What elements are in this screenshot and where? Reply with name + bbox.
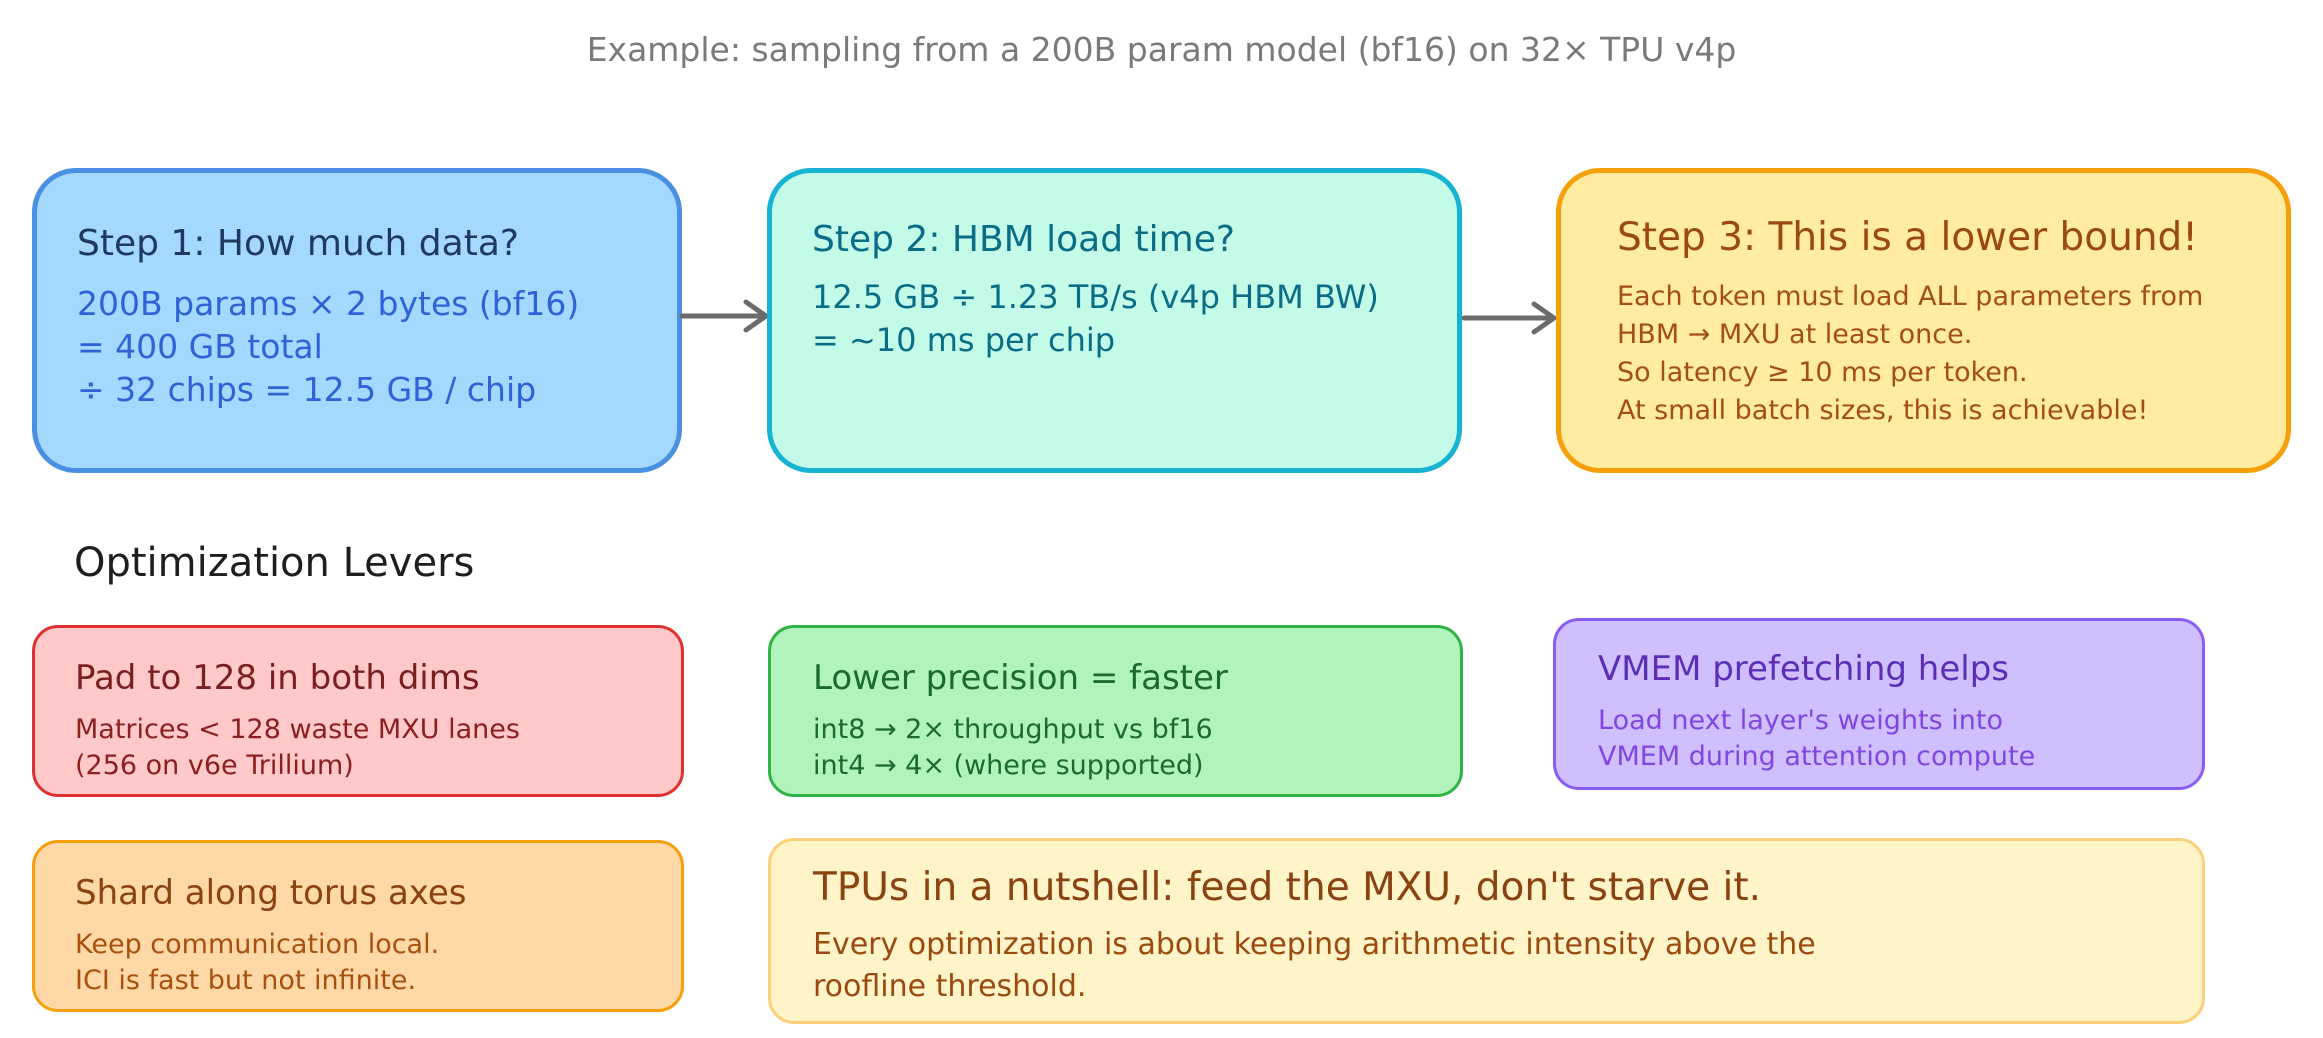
step-3-line-4: At small batch sizes, this is achievable… — [1617, 395, 2149, 426]
step-1-line-2: = 400 GB total — [77, 327, 323, 366]
step-1-title: Step 1: How much data? — [77, 223, 520, 264]
step-3-title: Step 3: This is a lower bound! — [1617, 215, 2198, 260]
lever-pad-title: Pad to 128 in both dims — [75, 658, 480, 698]
nutshell-box: TPUs in a nutshell: feed the MXU, don't … — [768, 838, 2205, 1024]
lever-shard-line-2: ICI is fast but not infinite. — [75, 965, 417, 996]
lever-pad-line-2: (256 on v6e Trillium) — [75, 750, 354, 781]
step-3-line-3: So latency ≥ 10 ms per token. — [1617, 357, 2028, 388]
lever-pad-box: Pad to 128 in both dims Matrices < 128 w… — [32, 625, 684, 797]
step-2-title: Step 2: HBM load time? — [812, 219, 1235, 260]
lever-precision-title: Lower precision = faster — [813, 658, 1228, 698]
arrow-step2-to-step3 — [1462, 301, 1557, 335]
lever-shard-title: Shard along torus axes — [75, 873, 467, 913]
lever-vmem-title: VMEM prefetching helps — [1598, 649, 2010, 689]
lever-pad-line-1: Matrices < 128 waste MXU lanes — [75, 714, 520, 745]
lever-shard-box: Shard along torus axes Keep communicatio… — [32, 840, 684, 1012]
lever-precision-line-2: int4 → 4× (where supported) — [813, 750, 1204, 781]
nutshell-line-1: Every optimization is about keeping arit… — [813, 927, 1816, 962]
step-3-box: Step 3: This is a lower bound! Each toke… — [1556, 168, 2291, 473]
lever-precision-box: Lower precision = faster int8 → 2× throu… — [768, 625, 1463, 797]
diagram-caption: Example: sampling from a 200B param mode… — [586, 30, 1737, 69]
lever-vmem-box: VMEM prefetching helps Load next layer's… — [1553, 618, 2205, 790]
step-1-line-1: 200B params × 2 bytes (bf16) — [77, 284, 580, 323]
step-3-line-2: HBM → MXU at least once. — [1617, 319, 1973, 350]
step-3-line-1: Each token must load ALL parameters from — [1617, 281, 2204, 312]
lever-vmem-line-1: Load next layer's weights into — [1598, 705, 2003, 736]
step-2-box: Step 2: HBM load time? 12.5 GB ÷ 1.23 TB… — [767, 168, 1462, 473]
step-1-line-3: ÷ 32 chips = 12.5 GB / chip — [77, 370, 537, 409]
nutshell-title: TPUs in a nutshell: feed the MXU, don't … — [813, 865, 1762, 910]
step-2-line-2: = ~10 ms per chip — [812, 321, 1116, 359]
section-title-optimization-levers: Optimization Levers — [74, 540, 475, 586]
step-1-box: Step 1: How much data? 200B params × 2 b… — [32, 168, 682, 473]
nutshell-line-2: roofline threshold. — [813, 969, 1087, 1004]
arrow-step1-to-step2 — [680, 299, 769, 333]
lever-shard-line-1: Keep communication local. — [75, 929, 440, 960]
step-2-line-1: 12.5 GB ÷ 1.23 TB/s (v4p HBM BW) — [812, 278, 1379, 316]
lever-vmem-line-2: VMEM during attention compute — [1598, 741, 2036, 772]
lever-precision-line-1: int8 → 2× throughput vs bf16 — [813, 714, 1213, 745]
